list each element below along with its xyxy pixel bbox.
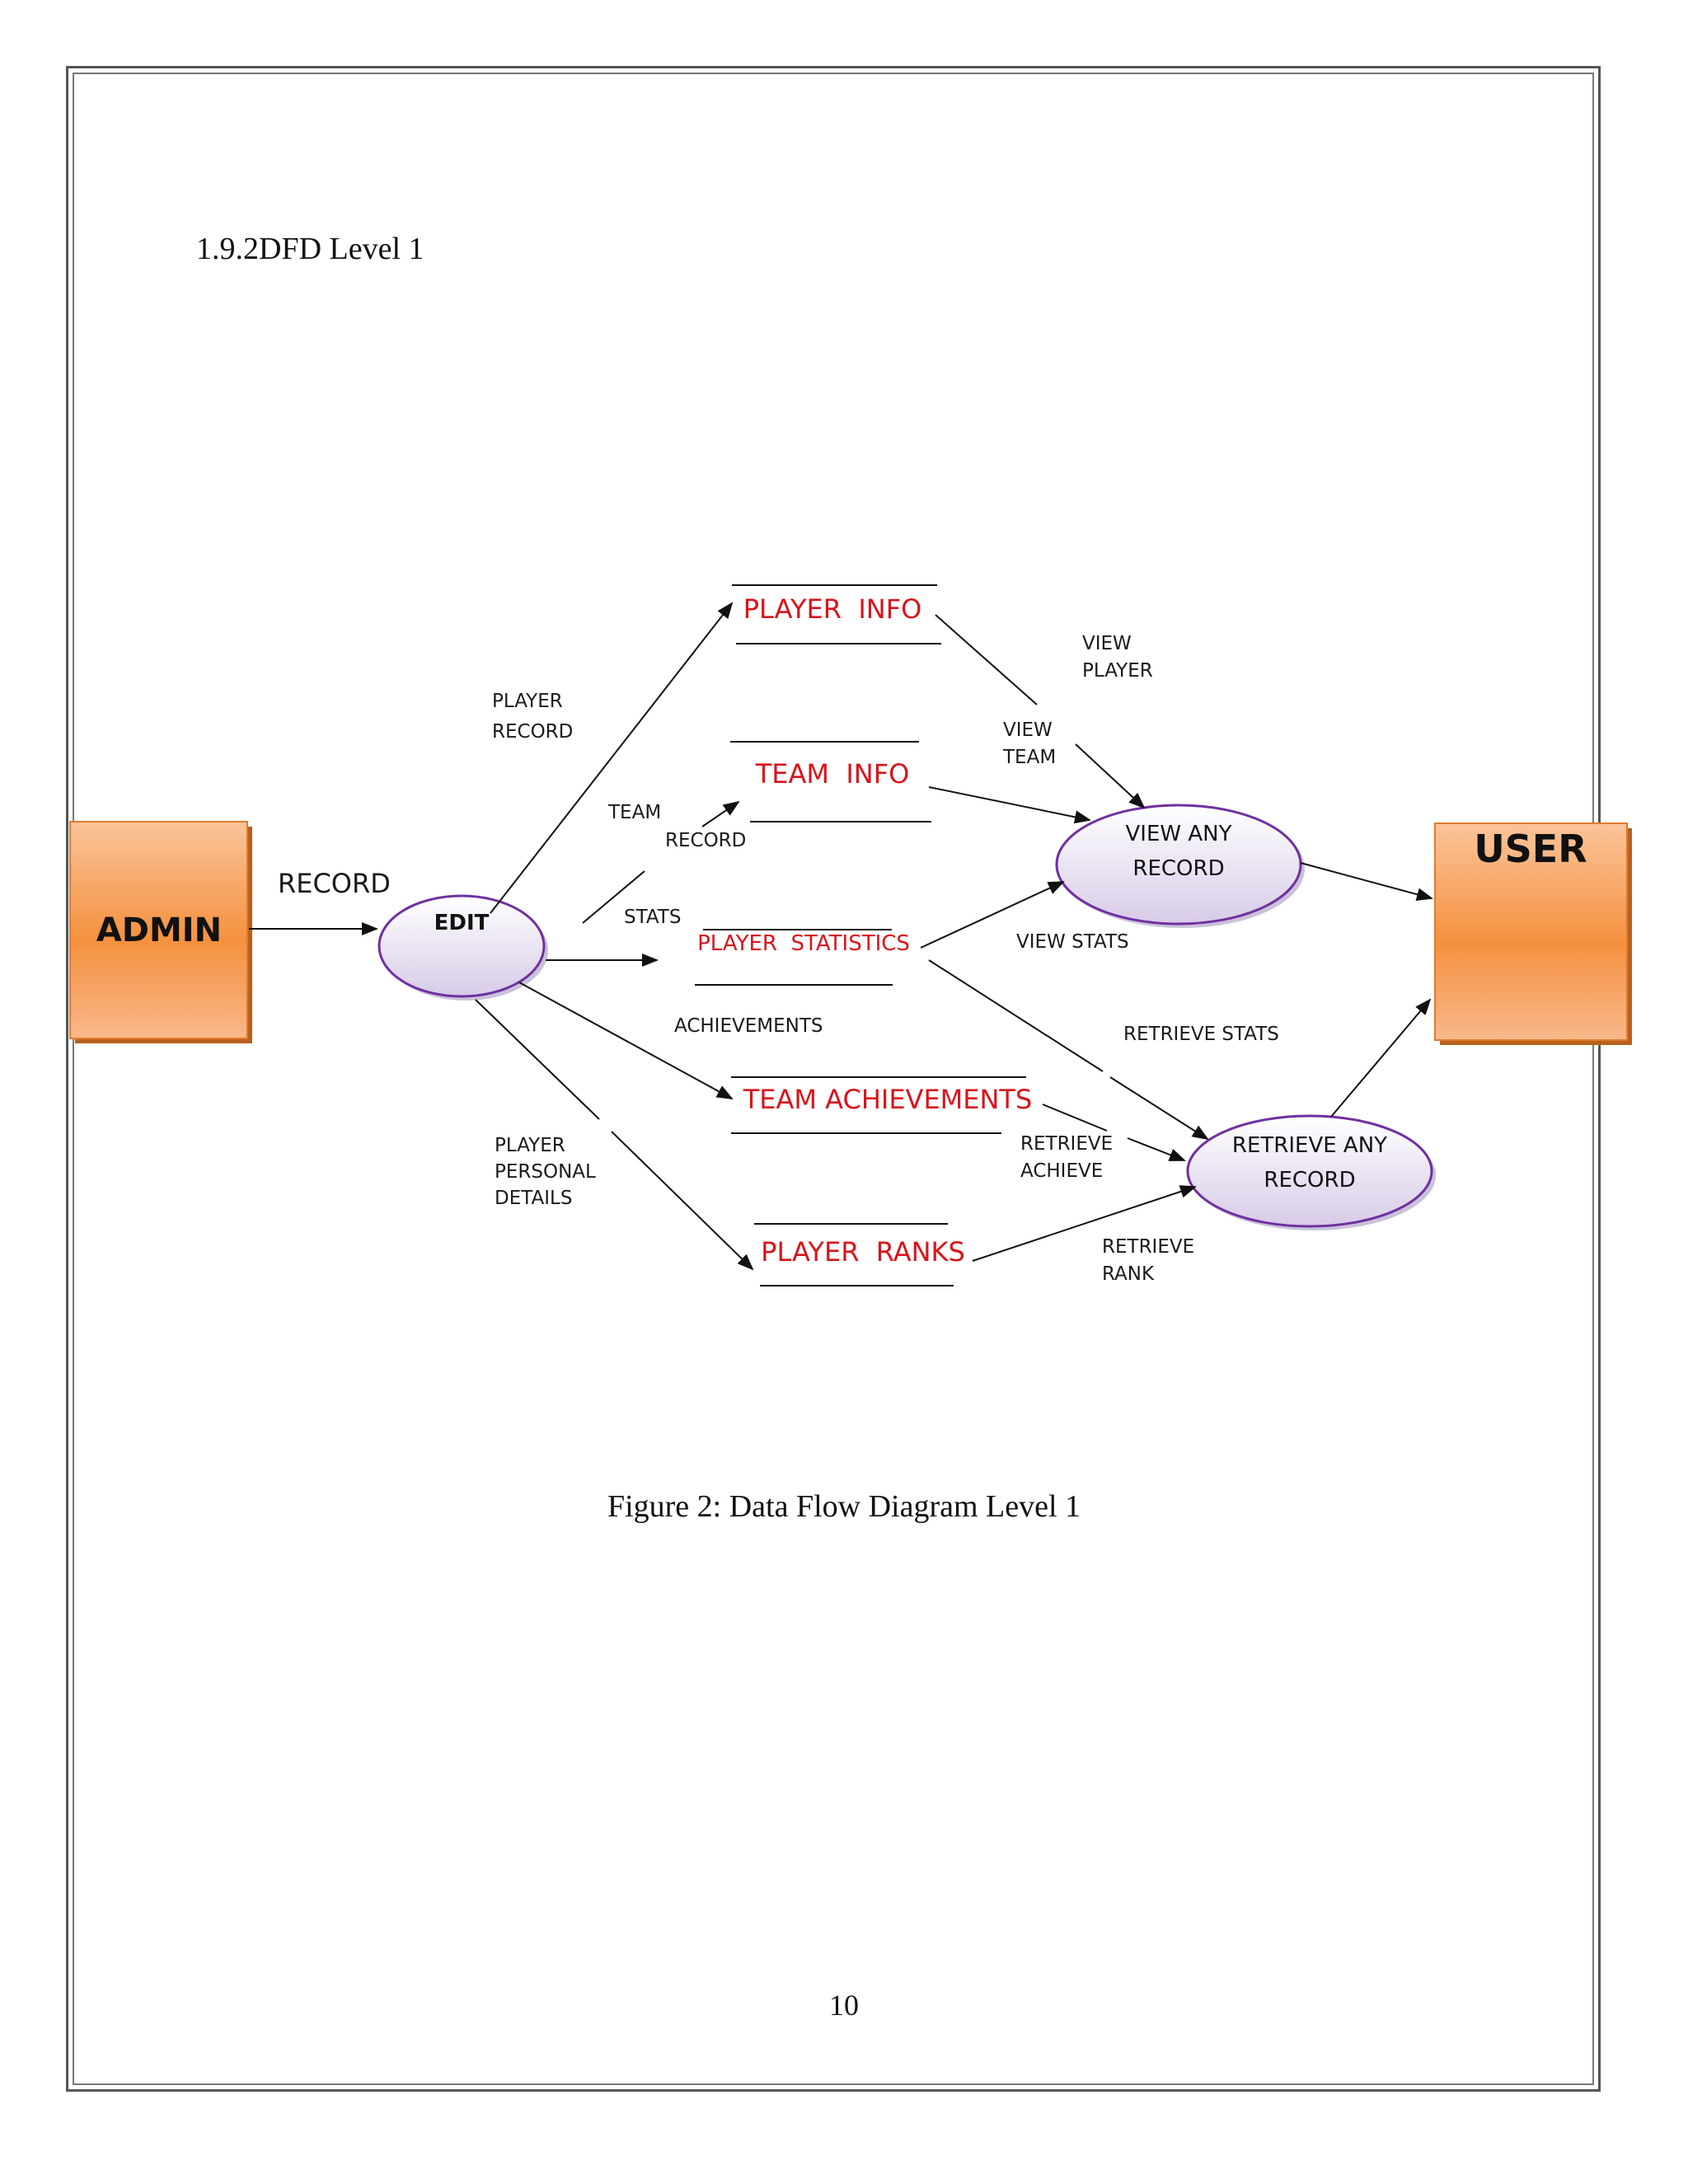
page-border-inner	[73, 73, 1594, 2085]
flow-retrieve-to-user	[1330, 998, 1432, 1118]
flow-label-stats: STATS	[624, 907, 681, 928]
flow-team-achievements-to-retrieve-b	[1127, 1137, 1186, 1161]
flow-player-ranks-to-retrieve	[972, 1185, 1197, 1262]
flow-label-player-personal-details-1: PLAYER	[495, 1135, 565, 1156]
flow-label-retrieve-rank-2: RANK	[1102, 1263, 1155, 1285]
admin-entity: ADMIN	[69, 821, 252, 1043]
flow-player-info-to-view-b	[1075, 743, 1146, 809]
admin-label: ADMIN	[96, 912, 222, 949]
flow-player-statistics-to-retrieve-a	[928, 959, 1104, 1072]
retrieve-any-record-process: RETRIEVE ANY RECORD	[1186, 1114, 1436, 1230]
flow-label-retrieve-achieve-1: RETRIEVE	[1020, 1133, 1113, 1155]
flow-label-player-personal-details-2: PERSONAL	[495, 1161, 596, 1183]
flow-player-statistics-to-retrieve-b	[1109, 1076, 1209, 1141]
page-number: 10	[829, 1989, 859, 2022]
player-statistics-store: PLAYER STATISTICS	[695, 929, 910, 986]
flow-label-team: TEAM	[607, 802, 661, 823]
team-achievements-store: TEAM ACHIEVEMENTS	[731, 1076, 1033, 1134]
flow-view-to-user	[1300, 862, 1433, 902]
flow-edit-to-team-info-b	[701, 800, 740, 827]
page-border-outer	[66, 66, 1601, 2092]
flow-label-retrieve-achieve-2: ACHIEVE	[1020, 1160, 1103, 1182]
flow-label-retrieve-rank-1: RETRIEVE	[1102, 1236, 1194, 1258]
flow-label-player-record-2: RECORD	[492, 721, 573, 743]
flow-edit-to-player-ranks-b	[611, 1131, 754, 1271]
flow-player-info-to-view-a	[935, 614, 1038, 705]
flow-label-player-record-1: PLAYER	[492, 691, 563, 712]
flow-label-record: RECORD	[278, 868, 391, 899]
retrieve-any-record-label-2: RECORD	[1264, 1168, 1355, 1193]
flow-edit-to-player-ranks-a	[475, 999, 600, 1120]
player-ranks-label: PLAYER RANKS	[761, 1236, 965, 1268]
flow-label-view-team-1: VIEW	[1003, 719, 1053, 741]
flow-edit-to-player-info	[490, 602, 734, 914]
edit-label: EDIT	[434, 911, 490, 935]
flow-edit-to-team-achievements	[518, 982, 734, 1099]
flow-label-view-stats: VIEW STATS	[1016, 931, 1129, 953]
retrieve-any-record-label-1: RETRIEVE ANY	[1232, 1133, 1387, 1158]
flow-label-view-player-2: PLAYER	[1082, 660, 1153, 682]
player-info-store: PLAYER INFO	[732, 584, 941, 644]
view-any-record-label-2: RECORD	[1132, 856, 1224, 881]
player-statistics-label: PLAYER STATISTICS	[697, 931, 910, 956]
user-entity: USER	[1434, 823, 1632, 1045]
player-info-label: PLAYER INFO	[743, 593, 922, 625]
team-achievements-label: TEAM ACHIEVEMENTS	[743, 1084, 1033, 1115]
flow-label-player-personal-details-3: DETAILS	[495, 1188, 572, 1209]
flow-lines	[249, 602, 1433, 1271]
flow-player-statistics-to-view	[920, 881, 1065, 949]
flow-team-info-to-view	[928, 786, 1091, 824]
flow-edit-to-team-info-a	[582, 870, 645, 924]
figure-caption: Figure 2: Data Flow Diagram Level 1	[607, 1489, 1081, 1524]
user-label: USER	[1474, 827, 1587, 871]
section-heading: 1.9.2DFD Level 1	[196, 232, 424, 266]
flow-label-view-team-2: TEAM	[1002, 747, 1056, 768]
player-ranks-store: PLAYER RANKS	[754, 1223, 965, 1286]
view-any-record-process: VIEW ANY RECORD	[1055, 804, 1305, 928]
view-any-record-label-1: VIEW ANY	[1126, 822, 1232, 846]
team-info-label: TEAM INFO	[755, 758, 910, 790]
flow-label-retrieve-stats: RETRIEVE STATS	[1123, 1024, 1279, 1045]
edit-process: EDIT	[377, 894, 548, 1001]
flow-label-achievements: ACHIEVEMENTS	[674, 1015, 823, 1037]
flow-label-team-record: RECORD	[665, 830, 746, 851]
flow-label-view-player-1: VIEW	[1082, 633, 1132, 654]
flow-team-achievements-to-retrieve-a	[1042, 1104, 1108, 1132]
team-info-store: TEAM INFO	[730, 741, 931, 823]
